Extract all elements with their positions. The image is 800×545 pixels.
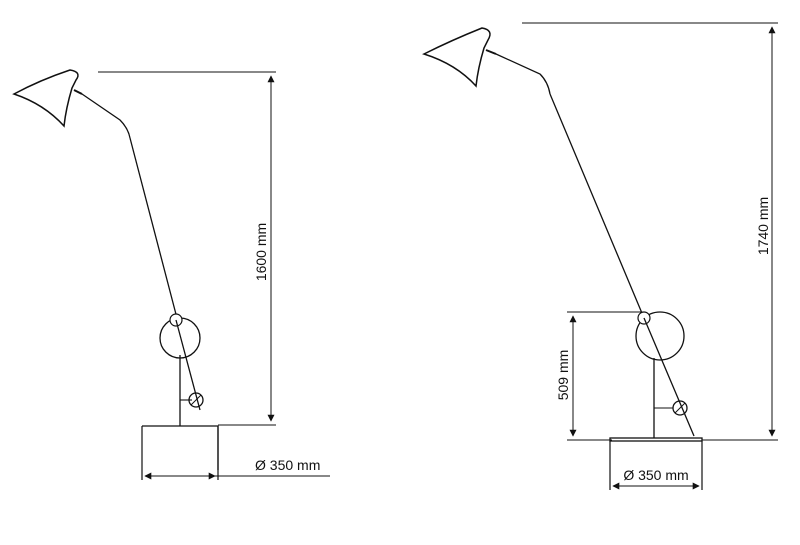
lamp-left-upper-arm	[81, 93, 131, 139]
lamp-right-long-arm	[549, 93, 645, 319]
lamp-right-pivot-dimension	[567, 311, 645, 441]
lamp-right-upper-arm	[495, 53, 551, 95]
lamp-left-height-label: 1600 mm	[253, 223, 269, 281]
lamp-left-base	[142, 425, 219, 470]
lamp-left-base-label: Ø 350 mm	[255, 457, 320, 473]
lamp-right-ring	[635, 311, 685, 361]
lamp-left-counter-arm	[175, 319, 201, 411]
lamp-right-pivot-label: 509 mm	[555, 350, 571, 401]
lamp-right-shade	[422, 27, 491, 88]
lamp-left-height-dimension	[98, 71, 276, 426]
lamp-right-neck	[485, 49, 497, 55]
lamp-left-long-arm	[129, 137, 179, 323]
lamp-left-shade	[12, 69, 79, 128]
lamp-right-base	[609, 437, 703, 442]
lamp-right-height-dimension	[522, 22, 778, 441]
lamp-left-neck	[73, 89, 83, 95]
lamp-right	[422, 27, 703, 490]
lamp-right-counter-arm	[643, 317, 695, 437]
lamp-left	[12, 69, 219, 480]
lamp-right-height-label: 1740 mm	[755, 197, 771, 255]
lamp-right-base-label: Ø 350 mm	[623, 467, 688, 483]
